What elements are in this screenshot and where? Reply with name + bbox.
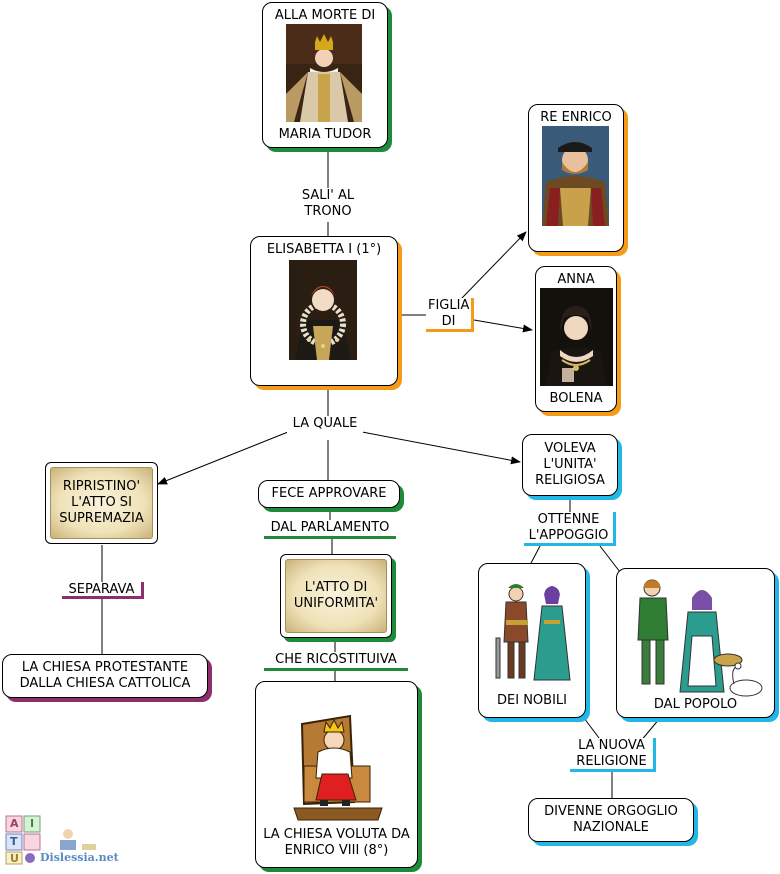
fece-approvare-node[interactable]: FECE APPROVARE — [258, 480, 400, 508]
orgoglio-nazionale-text: DIVENNE ORGOGLIO NAZIONALE — [544, 804, 678, 835]
orgoglio-nazionale-node[interactable]: DIVENNE ORGOGLIO NAZIONALE — [528, 798, 694, 842]
elisabetta-text: ELISABETTA I (1°) — [266, 242, 382, 257]
voleva-node[interactable]: VOLEVA L'UNITA' RELIGIOSA — [522, 434, 618, 496]
chiesa-protestante-node[interactable]: LA CHIESA PROTESTANTE DALLA CHIESA CATTO… — [2, 654, 208, 698]
king-on-throne-image — [290, 712, 386, 824]
maria-tudor-node[interactable]: ALLA MORTE DI MARIA TUDOR — [262, 2, 388, 148]
link-figlia-di: FIGLIA DI — [426, 298, 474, 332]
atto-uniformita-text: L'ATTO DI UNIFORMITA' — [285, 559, 387, 633]
maria-tudor-bottom-text: MARIA TUDOR — [278, 127, 372, 142]
logo-letter-u: U — [10, 852, 19, 865]
link-separava: SEPARAVA — [62, 582, 144, 599]
anna-top-text: ANNA — [557, 272, 595, 287]
re-enrico-text: RE ENRICO — [540, 110, 612, 125]
link-sali-al-trono: SALI' AL TRONO — [290, 188, 366, 222]
people-image — [628, 576, 768, 704]
dal-popolo-text: DAL POPOLO — [653, 697, 738, 712]
maria-tudor-top-text: ALLA MORTE DI — [274, 8, 376, 23]
anna-bottom-text: BOLENA — [549, 391, 603, 406]
elisabetta-portrait — [289, 260, 357, 360]
logo-letter-i: I — [30, 817, 35, 830]
chiesa-voluta-text: LA CHIESA VOLUTA DA ENRICO VIII (8°) — [263, 827, 410, 858]
nobles-image — [492, 580, 574, 690]
link-ottenne-appoggio: OTTENNE L'APPOGGIO — [524, 512, 616, 546]
enrico-portrait — [542, 126, 609, 226]
link-la-quale: LA QUALE — [287, 416, 363, 434]
dei-nobili-text: DEI NOBILI — [497, 693, 567, 708]
logo-letter-a: A — [10, 817, 19, 830]
logo-letter-t: T — [10, 835, 18, 848]
link-dal-parlamento: DAL PARLAMENTO — [264, 520, 396, 539]
link-che-ricostituiva: CHE RICOSTITUIVA — [264, 652, 408, 671]
ripristino-node[interactable]: RIPRISTINO' L'ATTO SI SUPREMAZIA — [45, 462, 158, 544]
atto-uniformita-node[interactable]: L'ATTO DI UNIFORMITA' — [280, 554, 392, 638]
fece-approvare-text: FECE APPROVARE — [271, 486, 387, 501]
chiesa-protestante-text: LA CHIESA PROTESTANTE DALLA CHIESA CATTO… — [19, 660, 191, 691]
maria-tudor-portrait — [286, 24, 362, 122]
anna-portrait — [540, 288, 613, 386]
ripristino-text: RIPRISTINO' L'ATTO SI SUPREMAZIA — [50, 467, 153, 539]
link-la-nuova-religione: LA NUOVA RELIGIONE — [570, 738, 656, 772]
logo-text: Dislessia.net — [40, 851, 119, 864]
voleva-text: VOLEVA L'UNITA' RELIGIOSA — [535, 441, 605, 488]
dislessia-logo: A I T U Dislessia.net — [4, 808, 136, 866]
